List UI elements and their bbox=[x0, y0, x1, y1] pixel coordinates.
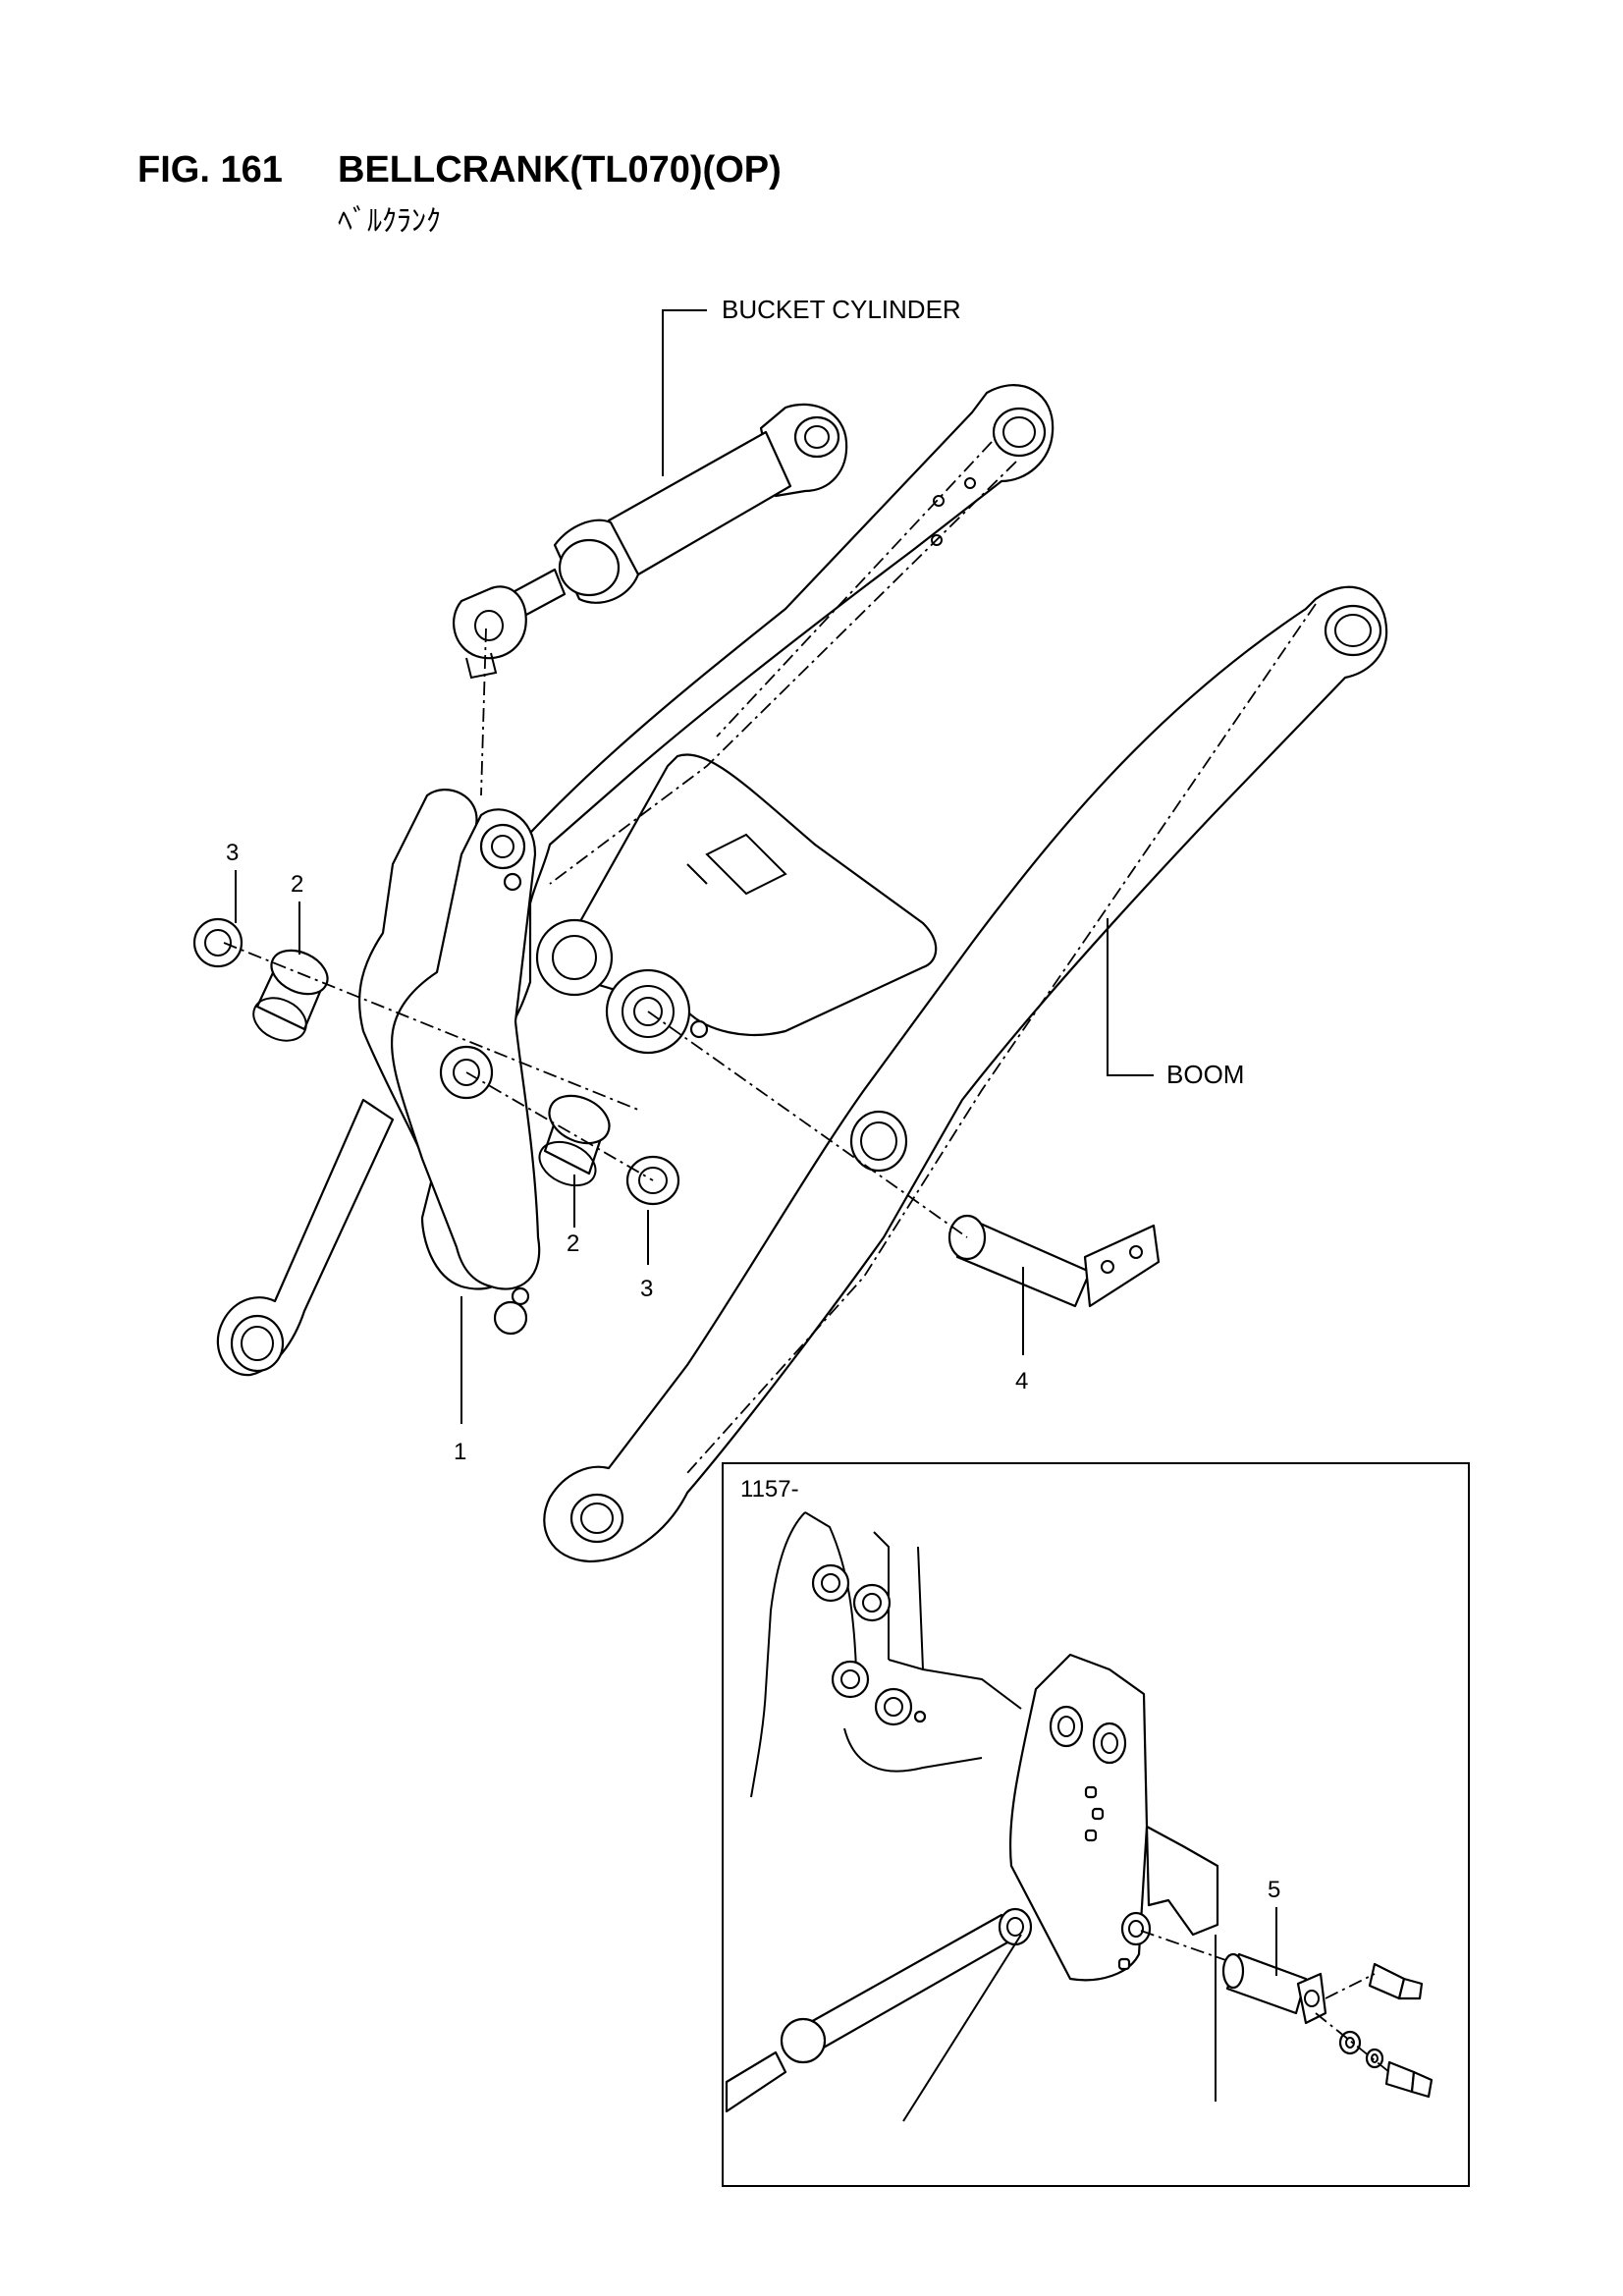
part-callout-2-upper: 2 bbox=[291, 871, 303, 955]
boom bbox=[494, 384, 1388, 1563]
bucket-cylinder-label: BUCKET CYLINDER bbox=[722, 295, 961, 324]
figure-number: FIG. 161 bbox=[137, 149, 283, 191]
part-callout-3-upper: 3 bbox=[226, 840, 239, 923]
figure-subtitle: ﾍﾞﾙｸﾗﾝｸ bbox=[338, 204, 441, 239]
bucket-cylinder bbox=[453, 403, 848, 680]
svg-text:3: 3 bbox=[226, 840, 239, 866]
svg-text:5: 5 bbox=[1268, 1877, 1280, 1903]
svg-text:2: 2 bbox=[291, 871, 303, 898]
bushing-lower bbox=[538, 1094, 611, 1187]
bellcrank bbox=[216, 789, 541, 1377]
part-callout-2-lower: 2 bbox=[567, 1175, 579, 1257]
bucket-cylinder-leader bbox=[662, 309, 707, 476]
part-callout-5: 5 bbox=[1268, 1877, 1280, 1976]
part-callout-3-lower: 3 bbox=[640, 1210, 653, 1302]
boom-label: BOOM bbox=[1166, 1060, 1244, 1089]
svg-text:1: 1 bbox=[454, 1439, 466, 1465]
pin bbox=[947, 1214, 1161, 1308]
inset-detail: 1157- bbox=[722, 1462, 1470, 2187]
svg-text:4: 4 bbox=[1015, 1368, 1028, 1394]
part-callout-4: 4 bbox=[1015, 1267, 1028, 1394]
part-callout-1: 1 bbox=[454, 1296, 466, 1465]
svg-text:2: 2 bbox=[567, 1230, 579, 1257]
figure-title: BELLCRANK(TL070)(OP) bbox=[338, 149, 782, 191]
seal-upper bbox=[192, 917, 243, 968]
svg-text:3: 3 bbox=[640, 1276, 653, 1302]
inset-serial-label: 1157- bbox=[740, 1476, 799, 1503]
boom-leader bbox=[1107, 918, 1154, 1076]
